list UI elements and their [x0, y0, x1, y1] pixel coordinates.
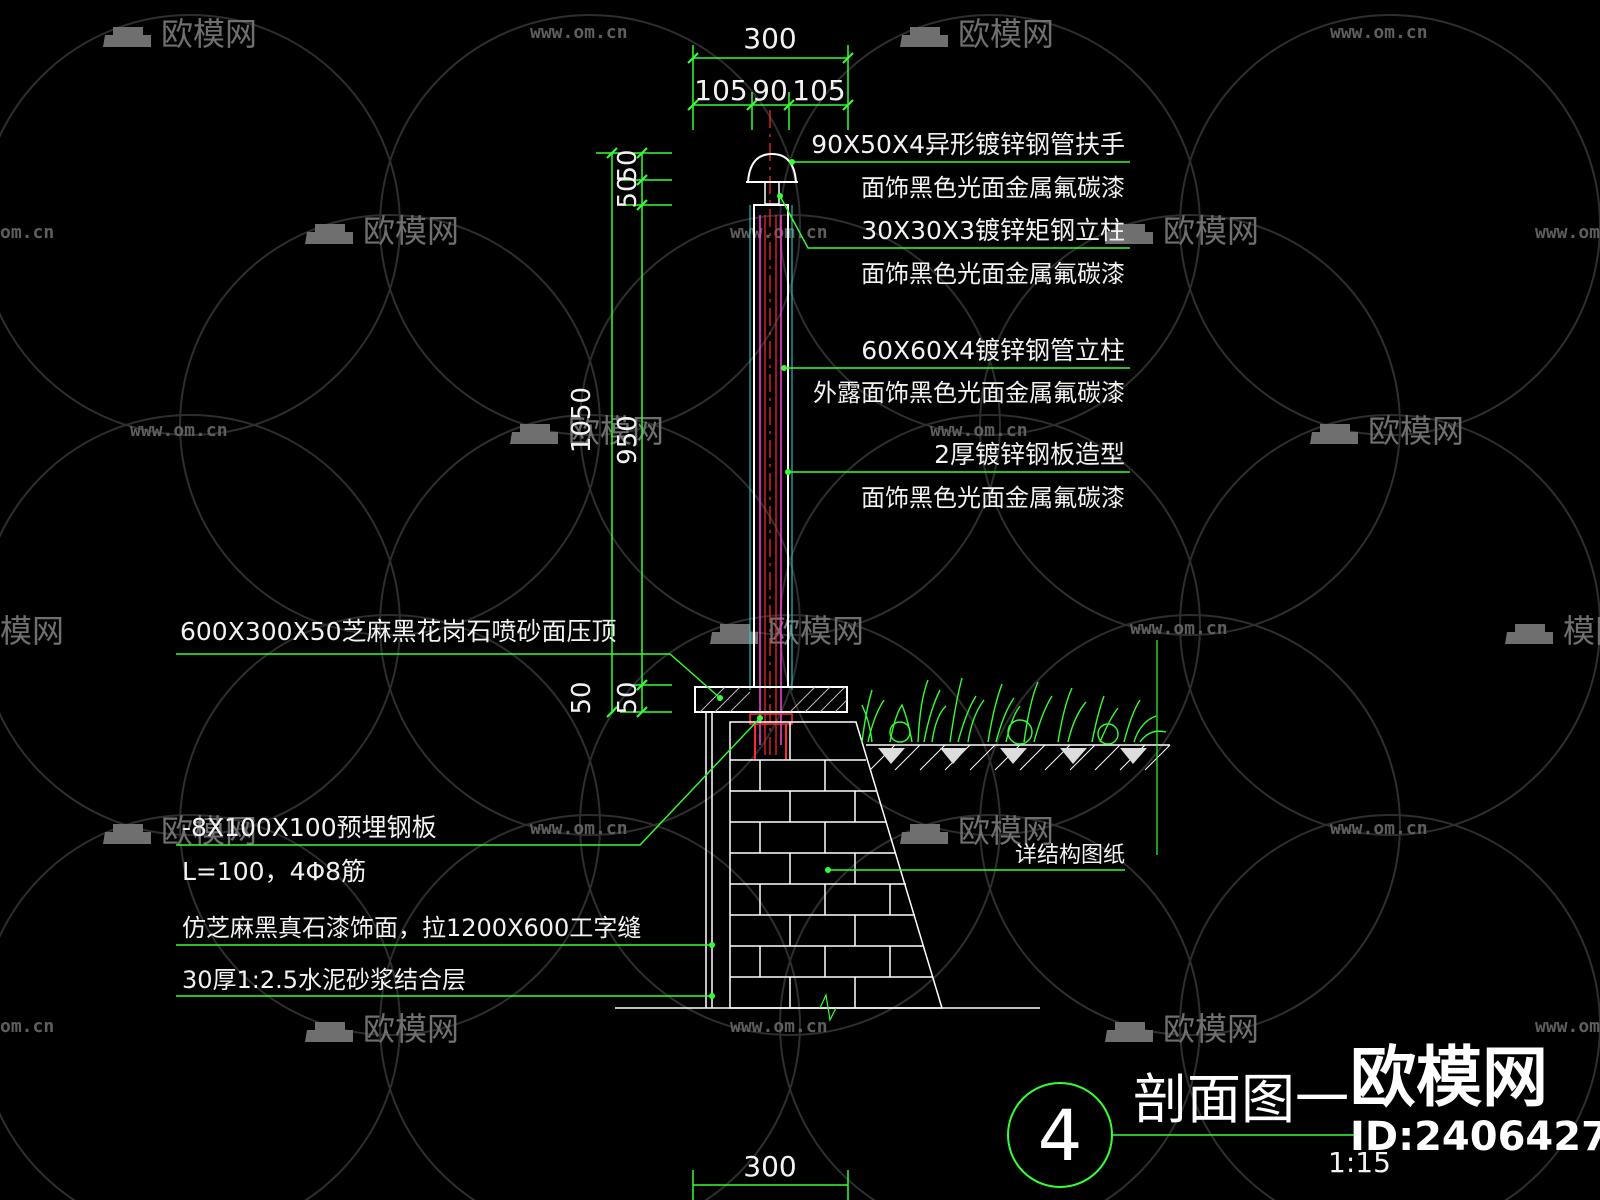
watermark-brand: 欧模网	[161, 15, 257, 53]
watermark-url: www.om.cn	[530, 22, 628, 43]
railing-structure	[615, 110, 1171, 1022]
watermark-brand: 欧模网	[768, 612, 864, 650]
sofa-logo-icon	[1105, 224, 1153, 244]
label-post-spec: 30X30X3镀锌矩钢立柱	[861, 216, 1125, 245]
label-plate-finish: 面饰黑色光面金属氟碳漆	[861, 484, 1125, 512]
planting-bed	[861, 640, 1171, 855]
sofa-logo-icon	[1105, 1022, 1153, 1042]
watermark-brand: 欧模网	[958, 812, 1054, 850]
label-embedded-plate: -8X100X100预埋钢板	[182, 813, 437, 842]
watermark-url: www.om.cn	[1535, 1016, 1600, 1037]
dim-v-1050: 1050	[567, 387, 597, 453]
label-post-finish: 面饰黑色光面金属氟碳漆	[861, 260, 1125, 288]
sofa-logo-icon	[1310, 424, 1358, 444]
dim-top-mid: 90	[752, 74, 788, 107]
watermark-url: www.om.cn	[1330, 22, 1428, 43]
section-scale: 1:15	[1328, 1146, 1391, 1179]
dim-bottom-total: 300	[743, 1150, 796, 1183]
watermark-url: www.om.cn	[530, 818, 628, 839]
embedded-plate	[749, 713, 793, 725]
label-finish: 仿芝麻黑真石漆饰面，拉1200X600工字缝	[182, 914, 641, 942]
watermark-brand-row-1: 欧模网 欧模网 欧模网 欧模网 欧模网 欧模网	[0, 15, 1600, 1048]
watermark-url: om.cn	[0, 1016, 54, 1037]
watermark-url: www.om.cn	[730, 222, 828, 243]
watermark-url: www.om.cn	[730, 1016, 828, 1037]
label-rebar: L=100，4Φ8筋	[182, 857, 366, 886]
watermark-url: www.om.cn	[1330, 818, 1428, 839]
annotations: 90X50X4异形镀锌钢管扶手 面饰黑色光面金属氟碳漆 30X30X3镀锌矩钢立…	[180, 130, 1125, 994]
model-id: ID:2406427	[1350, 1114, 1600, 1160]
watermark-layer: 欧模网 欧模网 欧模网 欧模网 欧模网 欧模网	[0, 14, 1600, 1200]
leader-dots	[709, 159, 831, 999]
brand-logo-text: 欧模网	[1350, 1039, 1548, 1116]
label-mortar: 30厚1:2.5水泥砂浆结合层	[182, 966, 466, 994]
section-title: 剖面图一	[1133, 1068, 1349, 1131]
section-number: 4	[1038, 1095, 1083, 1177]
dim-v-950: 950	[613, 415, 643, 465]
handrail-neck	[764, 181, 780, 205]
watermark-circles	[0, 14, 1600, 1200]
dim-v-50a: 50	[613, 175, 643, 208]
sofa-logo-icon	[103, 27, 151, 47]
watermark-url: www.om.cn	[930, 420, 1028, 441]
watermark-brand: 欧模网	[161, 812, 257, 850]
sofa-logo-icon	[305, 224, 353, 244]
granite-coping	[694, 686, 848, 713]
dim-top-left: 105	[694, 74, 747, 107]
handrail-cap	[746, 152, 798, 183]
dim-top-right: 105	[792, 74, 845, 107]
watermark-url: www.om.cn	[1130, 618, 1228, 639]
sofa-logo-icon	[305, 1022, 353, 1042]
watermark-brand: 欧模网	[568, 412, 664, 450]
label-pipe-spec: 60X60X4镀锌钢管立柱	[861, 336, 1125, 365]
watermark-brand: 欧模网	[1163, 1010, 1259, 1048]
sofa-logo-icon	[900, 824, 948, 844]
brick-wall	[729, 721, 944, 1009]
watermark-brand: 欧模网	[1368, 412, 1464, 450]
dimension-texts: 300 105 90 105 50 50 1050 950 50 50 300	[567, 22, 846, 1183]
dimension-layer	[596, 45, 854, 1200]
label-coping: 600X300X50芝麻黑花岗石喷砂面压顶	[180, 617, 617, 646]
watermark-url: www.om.cn	[1535, 222, 1600, 243]
watermark-brand: 欧模网	[1163, 212, 1259, 250]
watermark-brand: 欧模网	[958, 15, 1054, 53]
leader-lines	[176, 161, 1130, 997]
watermark-urls: www.om.cn www.om.cn om.cn www.om.cn www.…	[0, 22, 1600, 1037]
watermark-brand: 欧模网	[363, 1010, 459, 1048]
watermark-url: www.om.cn	[130, 420, 228, 441]
dim-v-50b: 50	[613, 149, 643, 182]
watermark-brand: 欧模网	[363, 212, 459, 250]
label-handrail-finish: 面饰黑色光面金属氟碳漆	[861, 174, 1125, 202]
sofa-logo-icon	[510, 424, 558, 444]
label-structure-ref: 详结构图纸	[1015, 843, 1125, 868]
dim-top-total: 300	[743, 22, 796, 55]
sofa-logo-icon	[900, 27, 948, 47]
watermark-url: om.cn	[0, 222, 54, 243]
dim-v-50c: 50	[567, 681, 597, 714]
sofa-logo-icon	[710, 624, 758, 644]
sofa-logo-icon	[103, 824, 151, 844]
label-pipe-finish: 外露面饰黑色光面金属氟碳漆	[813, 379, 1125, 407]
watermark-brand: 模网	[0, 612, 64, 650]
label-handrail-spec: 90X50X4异形镀锌钢管扶手	[811, 130, 1125, 159]
dim-v-50d: 50	[613, 681, 643, 714]
watermark-brand: 模网	[1563, 612, 1600, 650]
title-block: 4 剖面图一 1:15 欧模网 ID:2406427	[1007, 1039, 1600, 1188]
sofa-logo-icon	[1505, 624, 1553, 644]
label-plate-spec: 2厚镀锌钢板造型	[934, 440, 1125, 469]
